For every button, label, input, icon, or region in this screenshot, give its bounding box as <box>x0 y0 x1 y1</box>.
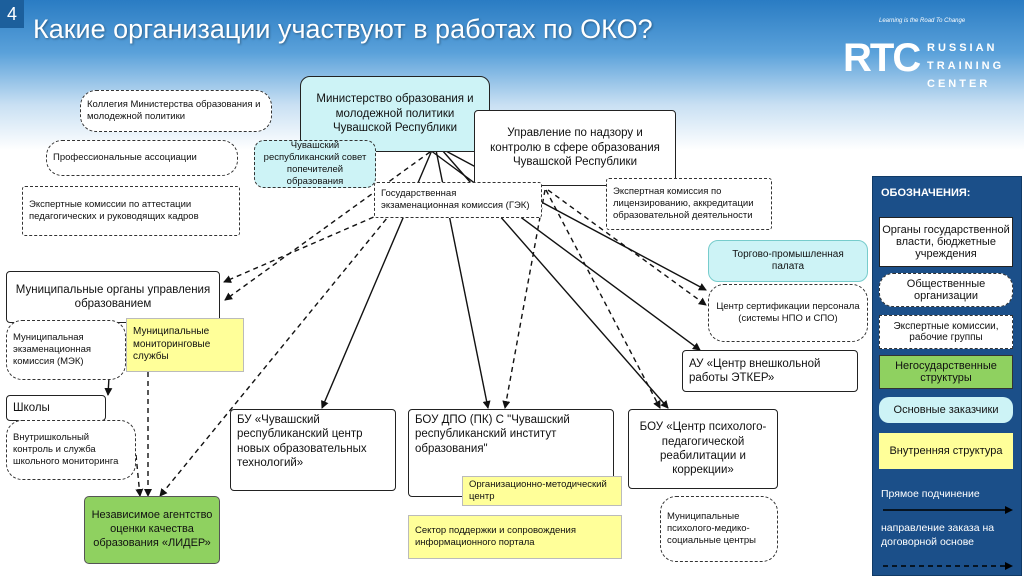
legend-contract-label: направление заказа на договорной основе <box>881 522 995 549</box>
legend-direct-label: Прямое подчинение <box>881 488 980 500</box>
node-ministry: Министерство образования и молодежной по… <box>300 76 490 152</box>
logo-tagline: Learning is the Road To Change <box>879 18 966 24</box>
node-cert: Центр сертификации персонала (системы НП… <box>708 284 868 342</box>
link-school-control-lider <box>135 454 144 497</box>
node-gek: Государственная экзаменационная комиссия… <box>374 182 542 218</box>
legend-dashed-arrow <box>883 562 1013 570</box>
node-mek: Муниципальная экзаменационная комиссия (… <box>6 320 126 380</box>
slide-number: 4 <box>0 0 24 28</box>
legend-ngo: Негосударственные структуры <box>879 355 1013 389</box>
node-kollegiya: Коллегия Министерства образования и моло… <box>80 90 272 132</box>
node-municipal: Муниципальные органы управления образова… <box>6 271 220 323</box>
node-bu-tech: БУ «Чувашский республиканский центр новы… <box>230 409 396 491</box>
node-nadzor: Управление по надзору и контролю в сфере… <box>474 110 676 186</box>
legend-gov: Органы государственной власти, бюджетные… <box>879 217 1013 267</box>
node-sector: Сектор поддержки и сопровождения информа… <box>408 515 622 559</box>
node-schools: Школы <box>6 395 106 421</box>
legend-expert: Экспертные комиссии, рабочие группы <box>879 315 1013 349</box>
logo-line-2: TRAINING <box>927 60 1005 72</box>
node-etker: АУ «Центр внешкольной работы ЭТКЕР» <box>682 350 858 392</box>
legend-panel: ОБОЗНАЧЕНИЯ: Органы государственной влас… <box>872 176 1022 576</box>
logo-mark: RTC <box>843 36 921 80</box>
node-bou-center: БОУ «Центр психолого-педагогической реаб… <box>628 409 778 489</box>
node-prof-assoc: Профессиональные ассоциации <box>46 140 238 176</box>
node-pmss: Муниципальные психолого-медико-социальны… <box>660 496 778 562</box>
legend-public: Общественные организации <box>879 273 1013 307</box>
link-gek-municipal <box>223 209 391 283</box>
link-nadzor-bou-dpo <box>502 189 546 409</box>
node-council: Чувашский республиканский совет попечите… <box>254 140 376 188</box>
node-tpp: Торгово-промышленная палата <box>708 240 868 282</box>
node-lider: Независимое агентство оценки качества об… <box>84 496 220 564</box>
rtc-logo: Learning is the Road To Change RTC RUSSI… <box>843 18 1013 98</box>
legend-internal: Внутренняя структура <box>879 433 1013 469</box>
node-org-method: Организационно-методический центр <box>462 476 622 506</box>
node-licens: Экспертная комиссия по лицензированию, а… <box>606 178 772 230</box>
legend-title: ОБОЗНАЧЕНИЯ: <box>881 187 971 199</box>
logo-line-1: RUSSIAN <box>927 42 998 54</box>
legend-customers: Основные заказчики <box>879 397 1013 423</box>
logo-line-3: CENTER <box>927 78 991 90</box>
node-monitoring: Муниципальные мониторинговые службы <box>126 318 244 372</box>
legend-solid-arrow <box>883 506 1013 514</box>
node-attest: Экспертные комиссии по аттестации педаго… <box>22 186 240 236</box>
node-school-control: Внутришкольный контроль и служба школьно… <box>6 420 136 480</box>
page-title: Какие организации участвуют в работах по… <box>33 14 653 44</box>
